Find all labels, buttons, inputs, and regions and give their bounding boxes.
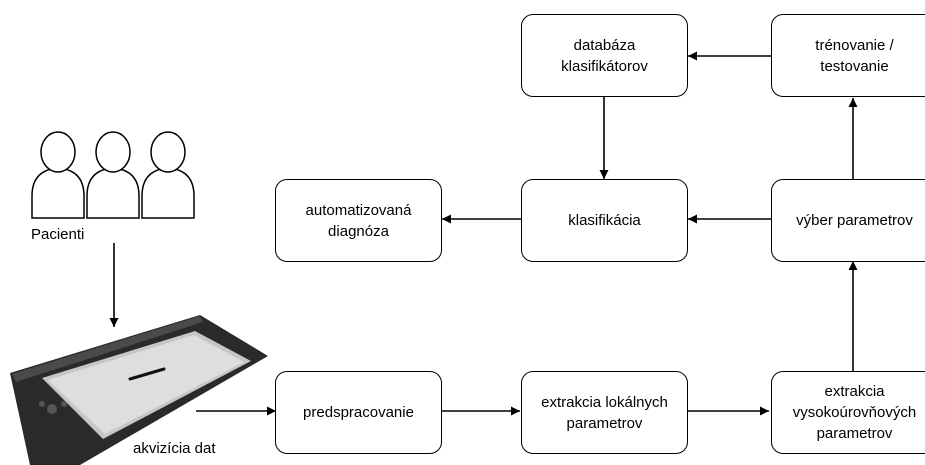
high-level-features-box: extrakcia vysokoúrovňových parametrov [771, 371, 925, 454]
classification-box: klasifikácia [521, 179, 688, 262]
preprocessing-box: predspracovanie [275, 371, 442, 454]
people-icon [31, 131, 195, 219]
local-features-box: extrakcia lokálnych parametrov [521, 371, 688, 454]
diagnosis-box: automatizovaná diagnóza [275, 179, 442, 262]
acquisition-label: akvizícia dat [133, 440, 216, 457]
selection-box: výber parametrov [771, 179, 925, 262]
person-icon [141, 131, 195, 219]
person-icon [31, 131, 85, 219]
person-icon [86, 131, 140, 219]
database-box: databáza klasifikátorov [521, 14, 688, 97]
training-box: trénovanie / testovanie [771, 14, 925, 97]
patients-label: Pacienti [31, 226, 85, 243]
drawing-tablet-icon [10, 315, 268, 465]
